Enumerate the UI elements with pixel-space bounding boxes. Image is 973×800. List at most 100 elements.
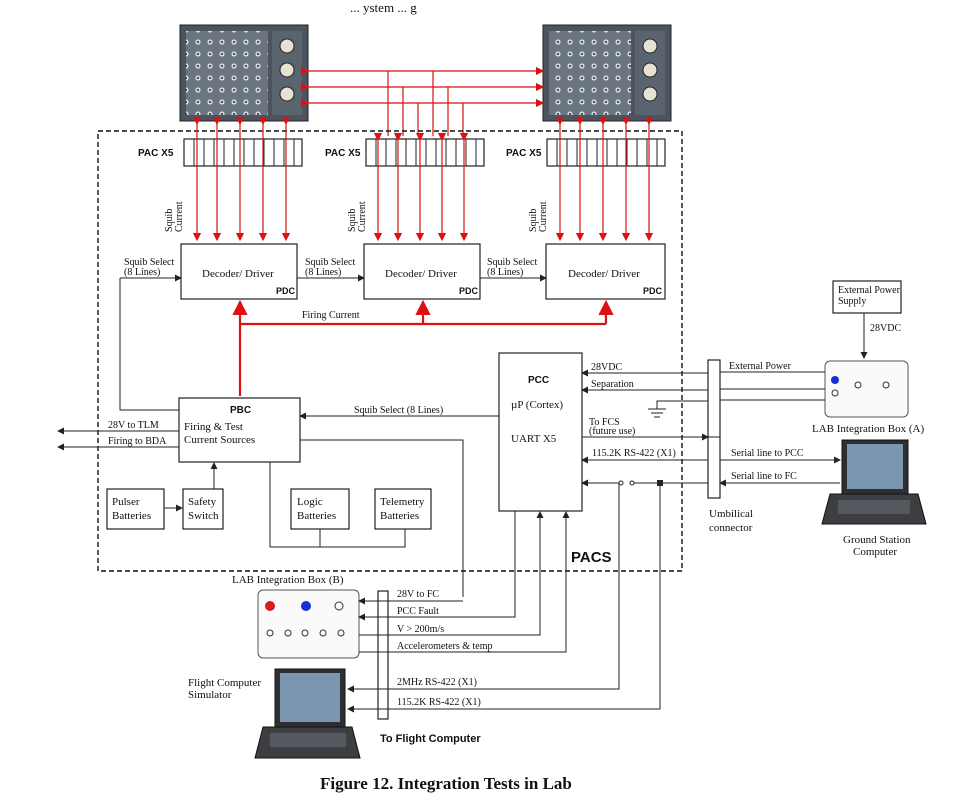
svg-text:Squib: Squib bbox=[347, 209, 358, 232]
svg-text:Pulser: Pulser bbox=[112, 496, 140, 508]
svg-text:28VDC: 28VDC bbox=[591, 362, 622, 373]
svg-text:PCC: PCC bbox=[528, 375, 549, 386]
svg-text:PDC: PDC bbox=[459, 286, 479, 296]
svg-text:PDC: PDC bbox=[276, 286, 296, 296]
svg-text:(8 Lines): (8 Lines) bbox=[487, 267, 523, 278]
svg-text:Accelerometers & temp: Accelerometers & temp bbox=[397, 641, 493, 652]
squib-select-links: Squib Select (8 Lines) Squib Select (8 L… bbox=[120, 257, 547, 282]
svg-text:28VDC: 28VDC bbox=[870, 323, 901, 334]
lab-box-b-label: LAB Integration Box (B) bbox=[232, 574, 344, 586]
pac-panel-right bbox=[542, 24, 672, 122]
lab-box-b bbox=[257, 589, 360, 659]
svg-text:PBC: PBC bbox=[230, 405, 251, 416]
svg-text:Serial line to FC: Serial line to FC bbox=[731, 471, 797, 482]
pbc-to-lab-b bbox=[300, 439, 464, 597]
red-bus-top bbox=[300, 66, 545, 136]
flight-sim-label: Flight Computer bbox=[188, 677, 261, 689]
svg-text:Decoder/ Driver: Decoder/ Driver bbox=[568, 268, 640, 280]
flight-sim-label-2: Simulator bbox=[188, 689, 232, 701]
svg-text:Squib Select (8 Lines): Squib Select (8 Lines) bbox=[354, 405, 443, 416]
pac-block-2: PAC X5 bbox=[325, 138, 485, 167]
svg-text:LAB Integration Box (A): LAB Integration Box (A) bbox=[812, 423, 924, 435]
lab-box-b-signals: 28V to FC PCC Fault V > 200m/s Accelerom… bbox=[347, 483, 661, 713]
svg-text:Separation: Separation bbox=[591, 379, 634, 390]
svg-text:(8 Lines): (8 Lines) bbox=[305, 267, 341, 278]
pbc-outputs: 28V to TLM Firing to BDA bbox=[57, 420, 179, 451]
svg-text:28V to TLM: 28V to TLM bbox=[108, 420, 159, 431]
pacs-label: PACS bbox=[571, 549, 612, 566]
umbilical-connector: Umbilical connector bbox=[707, 359, 753, 534]
pac-block-1: PAC X5 bbox=[138, 138, 303, 167]
svg-text:(future use): (future use) bbox=[589, 426, 635, 437]
safety-switch: Safety Switch bbox=[182, 488, 224, 530]
svg-text:Logic: Logic bbox=[297, 496, 323, 508]
svg-text:PAC X5: PAC X5 bbox=[325, 148, 361, 159]
svg-text:Squib Select: Squib Select bbox=[487, 257, 537, 268]
telemetry-batteries: Telemetry Batteries bbox=[374, 488, 432, 530]
svg-text:Firing Current: Firing Current bbox=[302, 310, 360, 321]
ground-station-laptop bbox=[821, 439, 927, 525]
svg-text:Squib: Squib bbox=[528, 209, 539, 232]
svg-text:UART X5: UART X5 bbox=[511, 433, 557, 445]
pac-block-3: PAC X5 bbox=[506, 138, 666, 167]
to-flight-computer-label: To Flight Computer bbox=[380, 733, 481, 745]
svg-text:PAC X5: PAC X5 bbox=[506, 148, 542, 159]
svg-text:Decoder/ Driver: Decoder/ Driver bbox=[202, 268, 274, 280]
svg-text:Squib Select: Squib Select bbox=[124, 257, 174, 268]
svg-text:Batteries: Batteries bbox=[380, 510, 419, 522]
to-flight-computer-connector bbox=[377, 590, 389, 720]
svg-text:2MHz RS-422 (X1): 2MHz RS-422 (X1) bbox=[397, 677, 477, 688]
lab-box-a: LAB Integration Box (A) bbox=[812, 360, 924, 435]
pdc-block-2: Decoder/ Driver PDC bbox=[363, 243, 481, 300]
svg-text:Switch: Switch bbox=[188, 510, 219, 522]
external-power-supply: External Power Supply 28VDC bbox=[832, 280, 902, 359]
pdc-block-1: Decoder/ Driver PDC bbox=[180, 243, 298, 300]
svg-text:115.2K RS-422 (X1): 115.2K RS-422 (X1) bbox=[592, 448, 676, 459]
svg-text:Firing to BDA: Firing to BDA bbox=[108, 436, 167, 447]
svg-text:Batteries: Batteries bbox=[112, 510, 151, 522]
top-text-fragment: ... ystem ... g bbox=[350, 0, 417, 15]
svg-text:V > 200m/s: V > 200m/s bbox=[397, 624, 444, 635]
svg-text:Umbilical: Umbilical bbox=[709, 508, 753, 520]
svg-text:Current: Current bbox=[357, 201, 368, 232]
svg-text:28V to FC: 28V to FC bbox=[397, 589, 439, 600]
svg-text:External Power: External Power bbox=[838, 285, 901, 296]
firing-current-bus: Firing Current bbox=[232, 299, 614, 396]
squib-current-label-3: Squib Current bbox=[528, 201, 549, 232]
pcc-right-links: 28VDC Separation To FCS (future use) 115… bbox=[581, 362, 709, 487]
svg-text:Current: Current bbox=[174, 201, 185, 232]
svg-text:Current Sources: Current Sources bbox=[184, 434, 255, 446]
svg-text:Supply: Supply bbox=[838, 296, 866, 307]
svg-text:To FCS: To FCS bbox=[589, 417, 620, 428]
svg-text:Squib: Squib bbox=[164, 209, 175, 232]
svg-text:µP (Cortex): µP (Cortex) bbox=[511, 399, 563, 411]
logic-batteries: Logic Batteries bbox=[290, 488, 350, 530]
svg-text:Current: Current bbox=[538, 201, 549, 232]
svg-text:PCC Fault: PCC Fault bbox=[397, 606, 439, 617]
lab-box-a-links: External Power bbox=[708, 361, 825, 438]
squib-select-return bbox=[119, 278, 179, 411]
svg-text:(8 Lines): (8 Lines) bbox=[124, 267, 160, 278]
pcc-block: PCC µP (Cortex) UART X5 bbox=[498, 352, 583, 512]
pcc-squib-select: Squib Select (8 Lines) bbox=[299, 405, 499, 420]
svg-text:115.2K RS-422 (X1): 115.2K RS-422 (X1) bbox=[397, 697, 481, 708]
squib-current-label-2: Squib Current bbox=[347, 201, 368, 232]
pac-panel-left bbox=[179, 24, 309, 122]
svg-text:Firing & Test: Firing & Test bbox=[184, 421, 243, 433]
svg-text:Serial line to PCC: Serial line to PCC bbox=[731, 448, 804, 459]
svg-text:PDC: PDC bbox=[643, 286, 663, 296]
figure-caption: Figure 12. Integration Tests in Lab bbox=[320, 774, 572, 793]
svg-text:PAC X5: PAC X5 bbox=[138, 148, 174, 159]
pdc-block-3: Decoder/ Driver PDC bbox=[545, 243, 666, 300]
svg-text:Telemetry: Telemetry bbox=[380, 496, 425, 508]
svg-text:Decoder/ Driver: Decoder/ Driver bbox=[385, 268, 457, 280]
svg-text:Safety: Safety bbox=[188, 496, 217, 508]
ground-station-label: Ground Station bbox=[843, 534, 911, 546]
pulser-batteries: Pulser Batteries bbox=[106, 488, 165, 530]
svg-text:Squib Select: Squib Select bbox=[305, 257, 355, 268]
serial-lines: Serial line to PCC Serial line to FC bbox=[719, 448, 841, 487]
flight-sim-laptop bbox=[254, 668, 361, 759]
battery-return-bus bbox=[269, 462, 406, 548]
svg-text:Batteries: Batteries bbox=[297, 510, 336, 522]
